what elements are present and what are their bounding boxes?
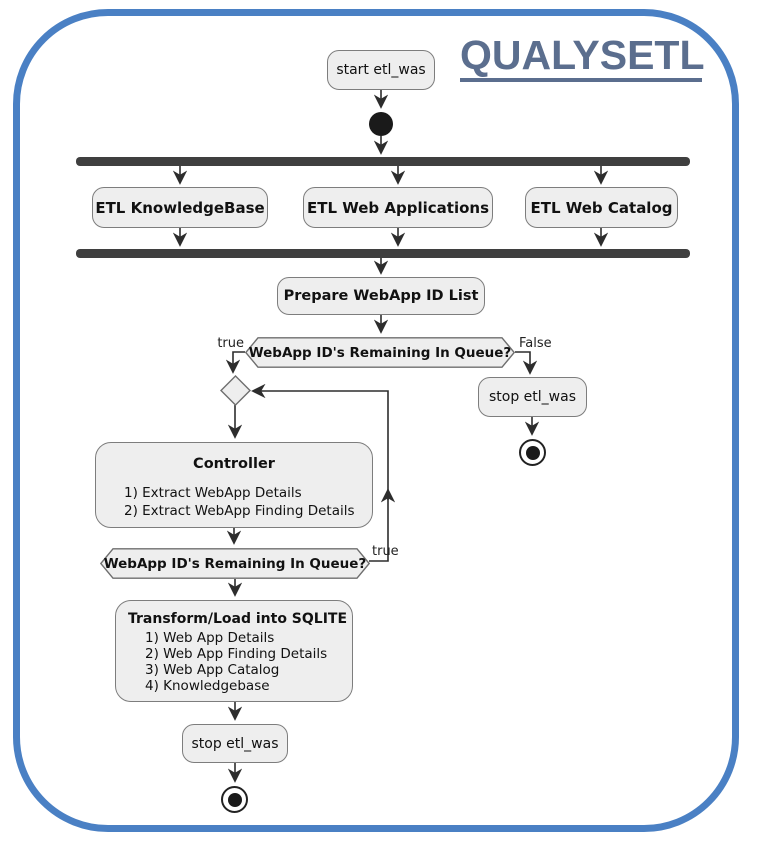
transform-items: 1) Web App Details 2) Web App Finding De… — [128, 630, 352, 694]
controller-item-2: 2) Extract WebApp Finding Details — [124, 502, 355, 519]
transform-item-1: 1) Web App Details — [145, 630, 275, 646]
edge-label-false-right: False — [519, 336, 552, 351]
fork-bar — [76, 157, 690, 166]
edge-label-true-left: true — [217, 336, 244, 351]
activity-etl-knowledgebase-label: ETL KnowledgeBase — [95, 198, 265, 217]
activity-stop-etl-was-bottom: stop etl_was — [182, 724, 288, 763]
transform-item-3: 3) Web App Catalog — [145, 662, 280, 678]
activity-etl-web-catalog-label: ETL Web Catalog — [530, 198, 673, 217]
activity-controller: Controller 1) Extract WebApp Details 2) … — [95, 442, 373, 528]
final-node-right-icon — [519, 439, 546, 466]
hexagon-shape-icon — [245, 337, 515, 368]
controller-item-1: 1) Extract WebApp Details — [124, 485, 302, 501]
decision1-label: WebApp ID's Remaining In Queue? — [248, 344, 512, 361]
merge-diamond-icon — [220, 375, 251, 410]
activity-start-etl-was: start etl_was — [327, 50, 435, 90]
controller-items: 1) Extract WebApp Details 2) Extract Web… — [96, 485, 372, 520]
diagram-frame — [13, 9, 739, 832]
decision-webapp-ids-remaining-2: WebApp ID's Remaining In Queue? — [100, 548, 370, 579]
initial-node-icon — [369, 112, 393, 136]
activity-etl-web-applications: ETL Web Applications — [303, 187, 493, 228]
activity-etl-web-applications-label: ETL Web Applications — [306, 198, 489, 217]
activity-stop-etl-was-right: stop etl_was — [478, 377, 587, 417]
activity-etl-knowledgebase: ETL KnowledgeBase — [92, 187, 268, 228]
transform-title: Transform/Load into SQLITE — [128, 611, 348, 627]
activity-start-label: start etl_was — [336, 62, 426, 78]
activity-transform-load-sqlite: Transform/Load into SQLITE 1) Web App De… — [115, 600, 353, 702]
decision2-label: WebApp ID's Remaining In Queue? — [103, 555, 367, 572]
transform-item-4: 4) Knowledgebase — [145, 678, 270, 694]
activity-prepare-webapp-id-list: Prepare WebApp ID List — [277, 277, 485, 315]
decision-webapp-ids-remaining-1: WebApp ID's Remaining In Queue? — [245, 337, 515, 368]
activity-stop-bottom-label: stop etl_was — [191, 735, 279, 752]
final-node-bottom-inner-dot — [227, 792, 242, 807]
final-node-bottom-icon — [221, 786, 248, 813]
edge-label-true-loop: true — [372, 544, 399, 559]
hexagon-shape-icon — [100, 548, 370, 579]
activity-stop-right-label: stop etl_was — [488, 389, 576, 405]
activity-prepare-label: Prepare WebApp ID List — [283, 288, 479, 304]
join-bar — [76, 249, 690, 258]
activity-etl-web-catalog: ETL Web Catalog — [525, 187, 678, 228]
transform-item-2: 2) Web App Finding Details — [145, 646, 328, 662]
final-node-right-inner-dot — [525, 445, 540, 460]
page-title: QUALYSETL — [460, 33, 705, 82]
controller-title: Controller — [193, 456, 275, 472]
